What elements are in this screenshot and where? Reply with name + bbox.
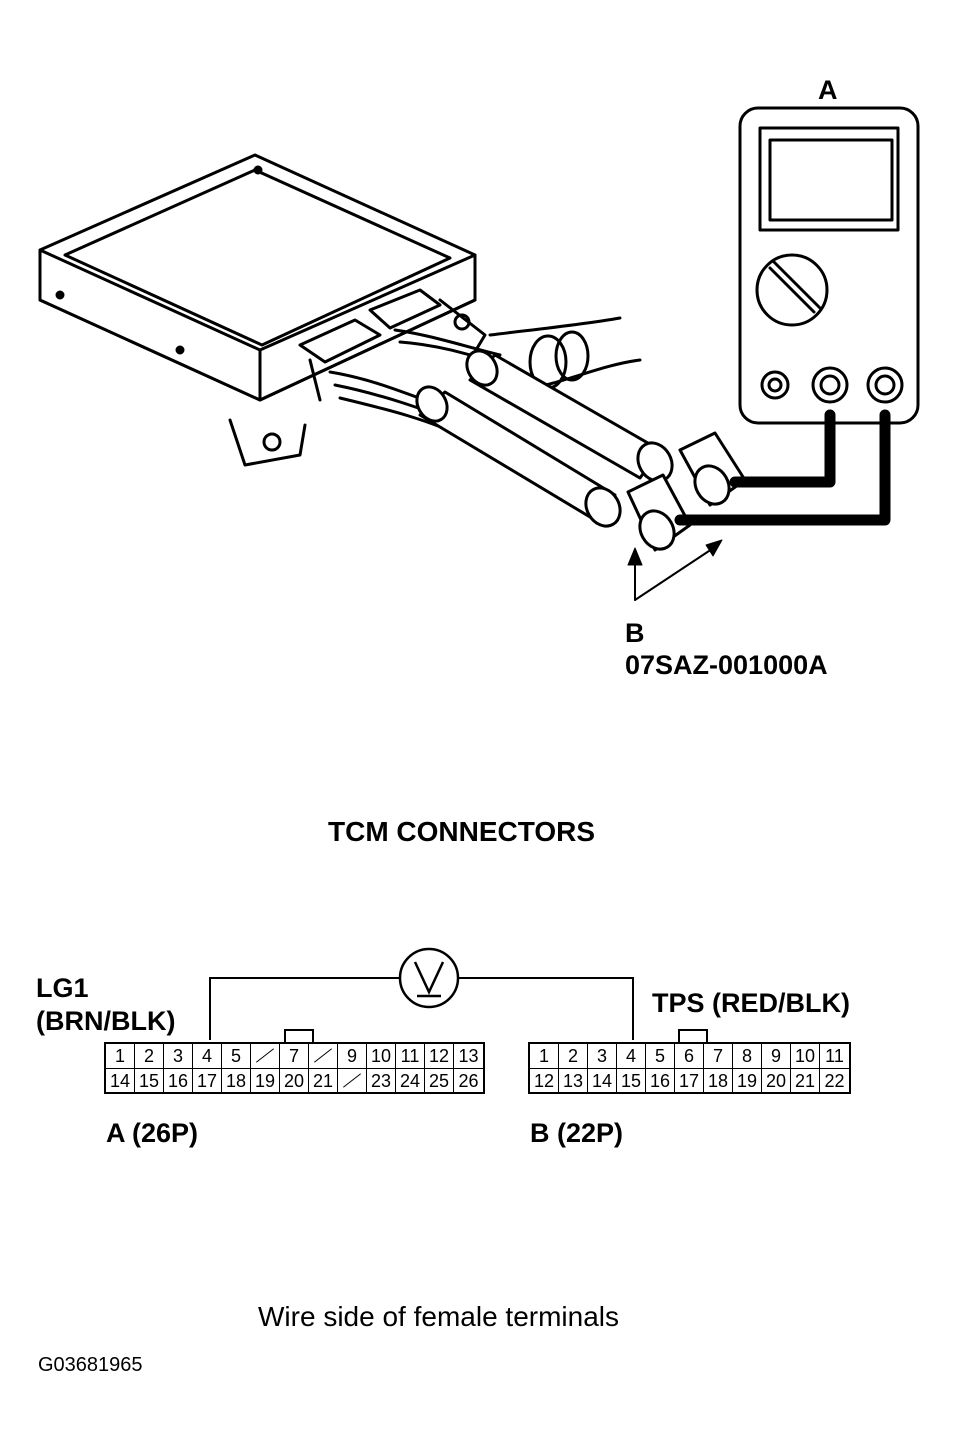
connector-a-terminal-16: 16 [164, 1069, 193, 1093]
connector-b-terminal-22: 22 [824, 1071, 845, 1091]
connector-b-terminal-9: 9 [762, 1044, 791, 1068]
connector-a-terminal-17: 17 [193, 1069, 222, 1093]
connector-a-terminal-11: 11 [396, 1044, 425, 1068]
tcm-test-illustration [38, 106, 920, 601]
connector-b-terminal-19: 19 [733, 1069, 762, 1093]
connector-a-terminal-14: 14 [106, 1069, 135, 1093]
connector-b-terminal-5: 5 [646, 1044, 675, 1068]
connector-a-terminal-13: 13 [458, 1046, 479, 1066]
connector-b-terminal-15: 15 [617, 1069, 646, 1093]
probe-lower-icon [415, 385, 692, 552]
connector-b-terminal-14: 14 [588, 1069, 617, 1093]
connector-a-terminal-24: 24 [396, 1069, 425, 1093]
connector-a-terminal-19: 19 [251, 1069, 280, 1093]
lg1-wire-color: (BRN/BLK) [36, 1006, 176, 1036]
connector-a-terminal-23: 23 [367, 1069, 396, 1093]
connector-a-terminal-20: 20 [280, 1069, 309, 1093]
connector-a-label: A (26P) [106, 1118, 199, 1148]
meter-label: A [818, 75, 838, 105]
connector-b-terminal-20: 20 [762, 1069, 791, 1093]
probe-callout-arrows [627, 539, 723, 601]
page-title: TCM CONNECTORS [328, 816, 596, 847]
connector-b-terminal-7: 7 [704, 1044, 733, 1068]
connector-a-terminal-21: 21 [309, 1069, 338, 1093]
meter-leads-icon [674, 409, 891, 526]
connector-b-label: B (22P) [530, 1118, 624, 1148]
multimeter-icon [738, 106, 920, 425]
connector-a-terminal-15: 15 [135, 1069, 164, 1093]
connector-a-terminal-3: 3 [164, 1044, 193, 1068]
connector-b-terminal-13: 13 [559, 1069, 588, 1093]
connector-b-terminal-6: 6 [675, 1044, 704, 1068]
connector-a-terminal-25: 25 [425, 1069, 454, 1093]
connector-b-terminal-18: 18 [704, 1069, 733, 1093]
connector-a-terminal-1: 1 [106, 1044, 135, 1068]
voltmeter-circuit [209, 947, 634, 1040]
terminal-caption: Wire side of female terminals [258, 1301, 620, 1332]
probe-upper-icon [465, 349, 747, 507]
connector-a-key [284, 1029, 314, 1042]
connector-b-terminal-4: 4 [617, 1044, 646, 1068]
voltmeter-symbol-icon [398, 947, 460, 1009]
connector-b-terminal-1: 1 [530, 1044, 559, 1068]
connector-b-terminal-11: 11 [825, 1046, 844, 1066]
connector-a-terminal-12: 12 [425, 1044, 454, 1068]
connector-b-terminal-2: 2 [559, 1044, 588, 1068]
probe-part-number: 07SAZ-001000A [625, 650, 828, 680]
connector-a-terminal-10: 10 [367, 1044, 396, 1068]
connector-b-terminal-3: 3 [588, 1044, 617, 1068]
connector-b-terminal-21: 21 [791, 1069, 820, 1093]
lg1-wire-label: LG1 [36, 973, 89, 1003]
tps-wire-label: TPS (RED/BLK) [652, 988, 850, 1018]
connector-b-terminal-12: 12 [530, 1069, 559, 1093]
connector-b-terminal-17: 17 [675, 1069, 704, 1093]
connector-a-terminal-9: 9 [338, 1044, 367, 1068]
connector-a-terminal-26: 26 [458, 1071, 479, 1091]
connector-b-terminal-10: 10 [791, 1044, 820, 1068]
connector-a-terminal-2: 2 [135, 1044, 164, 1068]
connector-b-key [678, 1029, 708, 1042]
connector-a-terminal-7: 7 [280, 1044, 309, 1068]
connector-a-terminal-18: 18 [222, 1069, 251, 1093]
connector-b-terminal-8: 8 [733, 1044, 762, 1068]
connector-a-terminal-5: 5 [222, 1044, 251, 1068]
connector-a-blank-cavity [251, 1044, 280, 1068]
connector-a-blank-cavity [309, 1044, 338, 1068]
connector-b-terminal-16: 16 [646, 1069, 675, 1093]
figure-code: G03681965 [38, 1354, 143, 1376]
tcm-unit-icon [38, 153, 642, 467]
connector-a-blank-cavity [338, 1069, 367, 1093]
connector-a-terminal-4: 4 [193, 1044, 222, 1068]
probe-label: B [625, 618, 645, 648]
